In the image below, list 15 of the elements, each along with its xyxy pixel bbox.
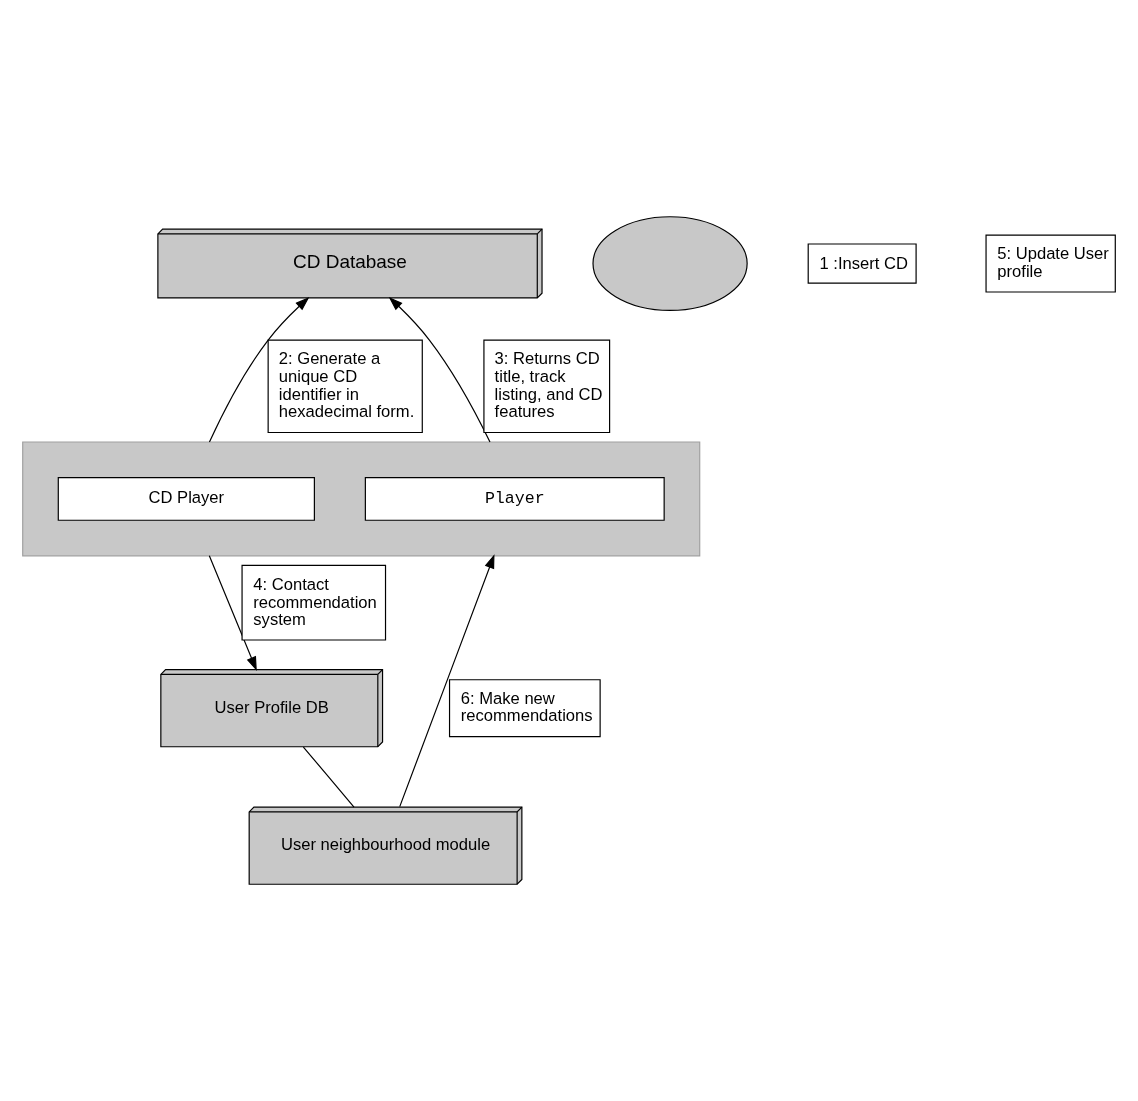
edge-label: 3: Returns CD title, track listing, and CD features xyxy=(494,349,603,422)
node-box: CD Player xyxy=(57,477,315,521)
label: 1 :Insert CD xyxy=(819,253,908,273)
arrow xyxy=(208,297,310,443)
node-circle xyxy=(592,216,748,311)
arrow xyxy=(388,296,491,443)
edge-label: 4: Contact recommendation system xyxy=(253,574,377,630)
connector xyxy=(302,746,355,808)
arrow xyxy=(399,554,495,808)
edge-label: 6: Make new recommendations xyxy=(460,688,593,726)
cluster xyxy=(22,441,701,557)
label: 5: Update User profile xyxy=(997,244,1109,281)
arrow xyxy=(208,555,257,671)
edge-label: 2: Generate a unique CD identifier in hexadecimal form. xyxy=(278,349,415,422)
node-box: Player xyxy=(364,477,665,521)
